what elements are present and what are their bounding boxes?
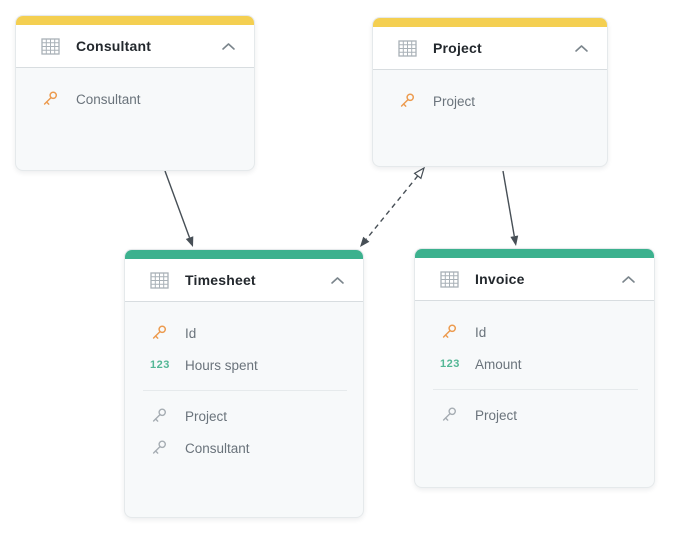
primary-key-icon xyxy=(150,324,172,342)
entity-title: Consultant xyxy=(76,38,152,54)
field-label: Project xyxy=(185,408,228,424)
accent-bar xyxy=(16,16,254,25)
field-label: Project xyxy=(433,93,476,109)
field-label: Project xyxy=(475,407,518,423)
entity-card-invoice[interactable]: Invoice Id 123 Amount xyxy=(414,248,655,488)
entity-fields: Consultant xyxy=(16,68,254,115)
chevron-up-icon[interactable] xyxy=(574,44,589,53)
foreign-key-icon xyxy=(150,439,172,457)
field-label: Amount xyxy=(475,356,522,372)
accent-bar xyxy=(415,249,654,258)
field-label: Id xyxy=(185,325,197,341)
entity-title: Timesheet xyxy=(185,272,256,288)
foreign-key-icon xyxy=(150,407,172,425)
accent-bar xyxy=(373,18,607,27)
filled-arrowhead-icon xyxy=(185,236,194,247)
field-group-divider xyxy=(433,389,638,390)
entity-title: Invoice xyxy=(475,271,525,287)
entity-header[interactable]: Invoice xyxy=(415,258,654,301)
entity-title: Project xyxy=(433,40,482,56)
field-row[interactable]: Consultant xyxy=(125,432,363,464)
field-row[interactable]: 123 Hours spent xyxy=(125,349,363,381)
filled-arrowhead-icon xyxy=(360,236,370,247)
field-row[interactable]: Project xyxy=(125,400,363,432)
number-icon: 123 xyxy=(150,359,170,371)
accent-bar xyxy=(125,250,363,259)
chevron-up-icon[interactable] xyxy=(221,42,236,51)
field-row[interactable]: Project xyxy=(373,85,607,117)
entity-header[interactable]: Consultant xyxy=(16,25,254,68)
relationship-consultant-timesheet[interactable] xyxy=(164,170,194,247)
entity-card-timesheet[interactable]: Timesheet Id 123 Hours xyxy=(124,249,364,518)
field-row[interactable]: Project xyxy=(415,399,654,431)
field-label: Consultant xyxy=(185,440,250,456)
table-icon xyxy=(440,270,462,288)
field-row[interactable]: Id xyxy=(125,317,363,349)
filled-arrowhead-icon xyxy=(510,235,519,246)
table-icon xyxy=(150,271,172,289)
chevron-up-icon[interactable] xyxy=(621,275,636,284)
field-row[interactable]: Id xyxy=(415,316,654,348)
field-label: Hours spent xyxy=(185,357,258,373)
primary-key-icon xyxy=(41,90,63,108)
table-icon xyxy=(41,37,63,55)
field-label: Consultant xyxy=(76,91,141,107)
entity-header[interactable]: Timesheet xyxy=(125,259,363,302)
table-icon xyxy=(398,39,420,57)
field-row[interactable]: Consultant xyxy=(16,83,254,115)
entity-fields: Id 123 Amount Project xyxy=(415,301,654,431)
entity-card-consultant[interactable]: Consultant Consultant xyxy=(15,15,255,171)
chevron-up-icon[interactable] xyxy=(330,276,345,285)
foreign-key-icon xyxy=(440,406,462,424)
entity-header[interactable]: Project xyxy=(373,27,607,70)
field-label: Id xyxy=(475,324,487,340)
open-triangle-arrowhead-icon xyxy=(413,166,426,180)
primary-key-icon xyxy=(398,92,420,110)
relationship-project-timesheet[interactable] xyxy=(360,166,426,247)
primary-key-icon xyxy=(440,323,462,341)
entity-card-project[interactable]: Project Project xyxy=(372,17,608,167)
number-icon: 123 xyxy=(440,358,460,370)
entity-fields: Project xyxy=(373,70,607,117)
field-row[interactable]: 123 Amount xyxy=(415,348,654,380)
field-group-divider xyxy=(143,390,347,391)
relationship-project-invoice[interactable] xyxy=(502,170,519,246)
entity-fields: Id 123 Hours spent Project xyxy=(125,302,363,464)
